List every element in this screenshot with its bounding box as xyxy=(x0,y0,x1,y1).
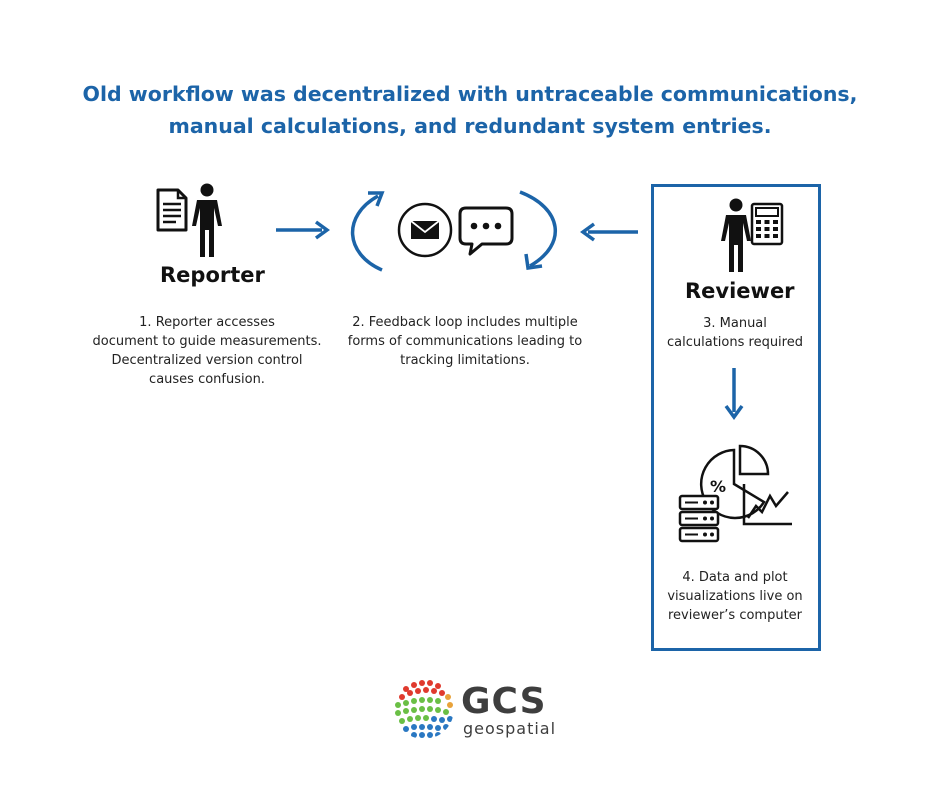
globe-logo-icon xyxy=(395,680,453,738)
document-icon xyxy=(156,188,188,232)
step3-line: 3. Manual xyxy=(703,316,767,331)
person-icon xyxy=(192,183,222,257)
arrow-left-icon xyxy=(580,222,638,242)
reviewer-step4-description: 4. Data and plot visualizations live on … xyxy=(655,568,815,625)
feedback-description: 2. Feedback loop includes multiple forms… xyxy=(335,313,595,370)
title-line-2: manual calculations, and redundant syste… xyxy=(168,114,772,138)
reporter-description: 1. Reporter accesses document to guide m… xyxy=(92,313,322,389)
envelope-icon xyxy=(397,202,453,258)
calculator-icon xyxy=(750,202,784,246)
reporter-desc-line: document to guide measurements. xyxy=(92,334,322,349)
page-title: Old workflow was decentralized with untr… xyxy=(0,78,940,142)
step4-line: reviewer’s computer xyxy=(667,608,803,623)
reporter-icon-group xyxy=(156,183,222,257)
feedback-desc-line: 2. Feedback loop includes multiple xyxy=(352,315,578,330)
loop-arrow-left-icon xyxy=(350,191,385,272)
reviewer-step3-description: 3. Manual calculations required xyxy=(655,314,815,352)
arrow-right-icon xyxy=(276,220,330,240)
step4-line: visualizations live on xyxy=(667,589,803,604)
server-icon xyxy=(678,494,720,543)
line-chart-icon xyxy=(742,484,792,526)
feedback-loop-graphic xyxy=(350,190,557,272)
reporter-heading: Reporter xyxy=(160,263,265,287)
person-icon xyxy=(721,198,751,272)
chat-bubble-icon xyxy=(458,206,514,256)
loop-arrow-right-icon xyxy=(519,190,557,270)
feedback-desc-line: forms of communications leading to xyxy=(347,334,583,349)
logo-subtitle: geospatial xyxy=(463,719,557,738)
title-line-1: Old workflow was decentralized with untr… xyxy=(82,82,858,106)
reviewer-panel xyxy=(651,184,821,651)
svg-text:%: % xyxy=(710,477,726,496)
reviewer-icon-group xyxy=(721,198,784,272)
reporter-desc-line: 1. Reporter accesses xyxy=(139,315,275,330)
feedback-desc-line: tracking limitations. xyxy=(400,353,530,368)
logo-name: GCS xyxy=(461,681,547,722)
data-visualization-icon: % xyxy=(678,444,792,543)
step3-line: calculations required xyxy=(667,335,803,350)
reporter-desc-line: Decentralized version control xyxy=(111,353,303,368)
step4-line: 4. Data and plot xyxy=(682,570,788,585)
reviewer-heading: Reviewer xyxy=(685,279,795,303)
reporter-desc-line: causes confusion. xyxy=(149,372,265,387)
arrow-down-icon xyxy=(724,368,744,420)
